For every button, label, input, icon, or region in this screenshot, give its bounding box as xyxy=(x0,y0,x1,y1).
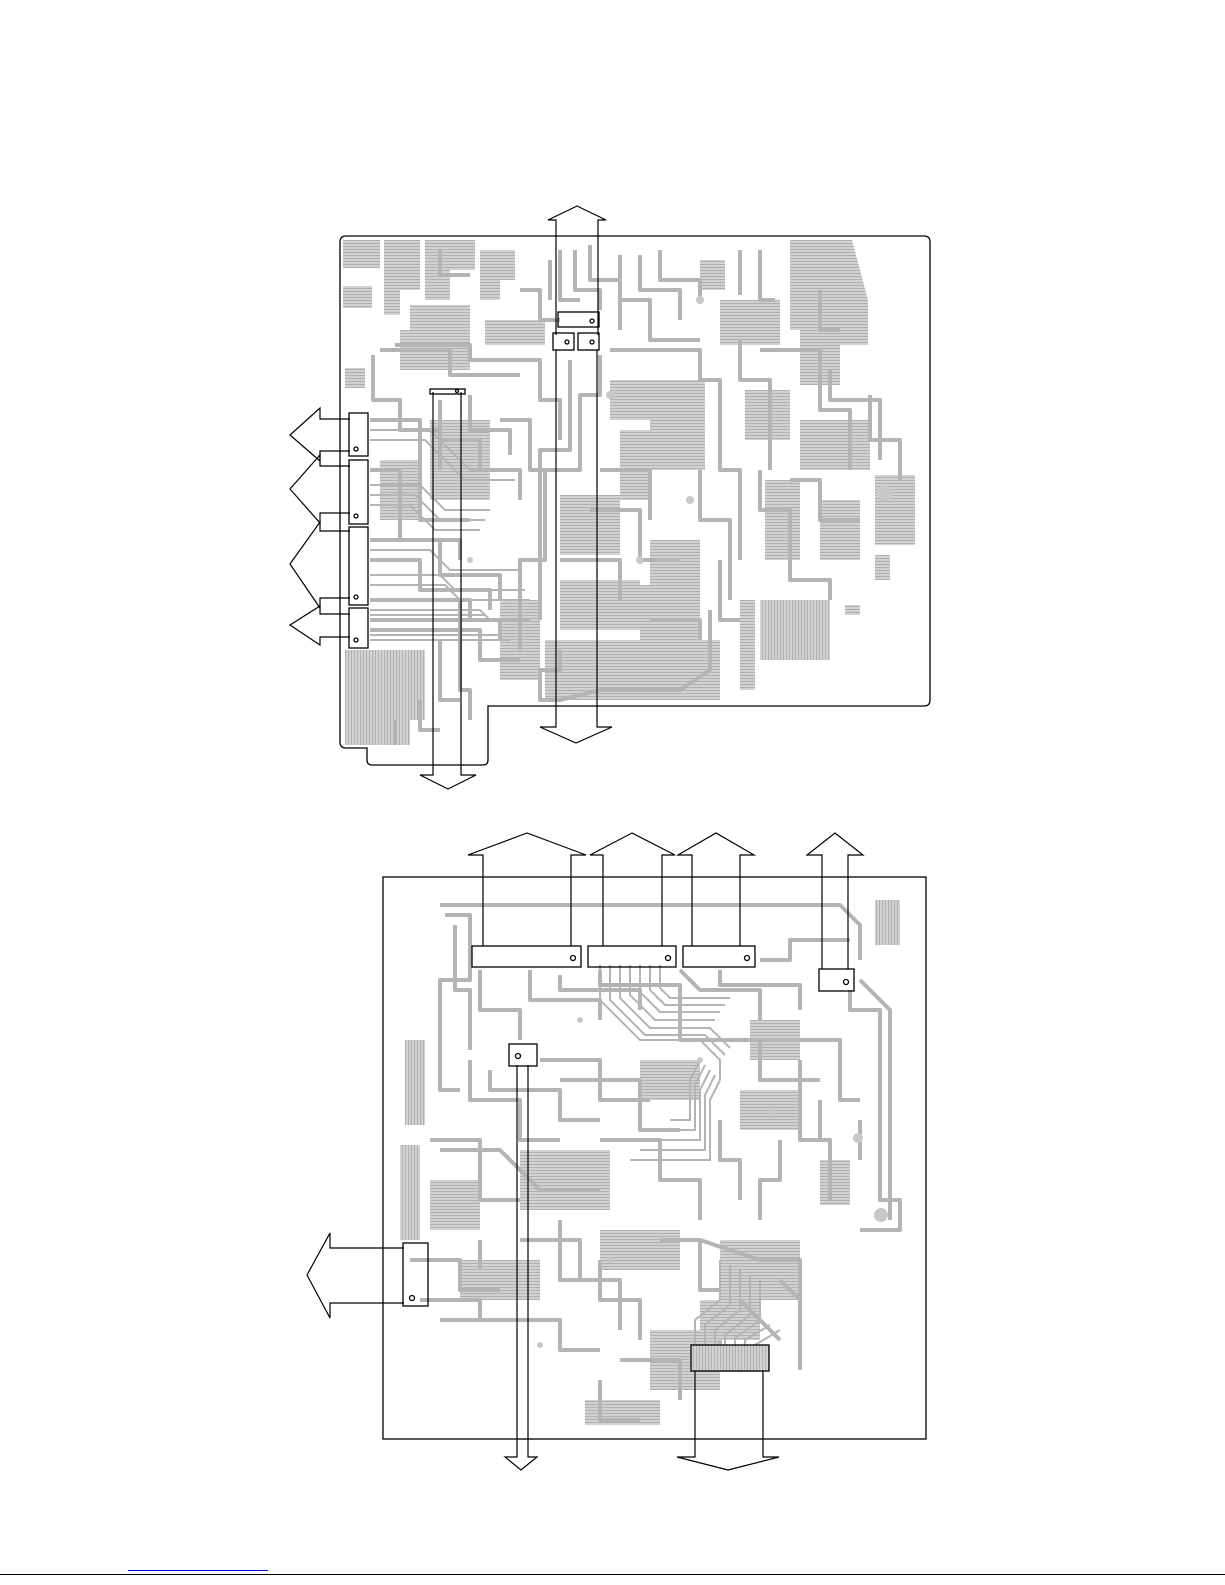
lower-pcb xyxy=(307,833,926,1470)
footer-rule xyxy=(0,1574,1225,1575)
upper-pcb xyxy=(290,206,930,789)
lower-bottom-connector xyxy=(691,1345,769,1371)
footer-link-underline xyxy=(128,1570,268,1571)
